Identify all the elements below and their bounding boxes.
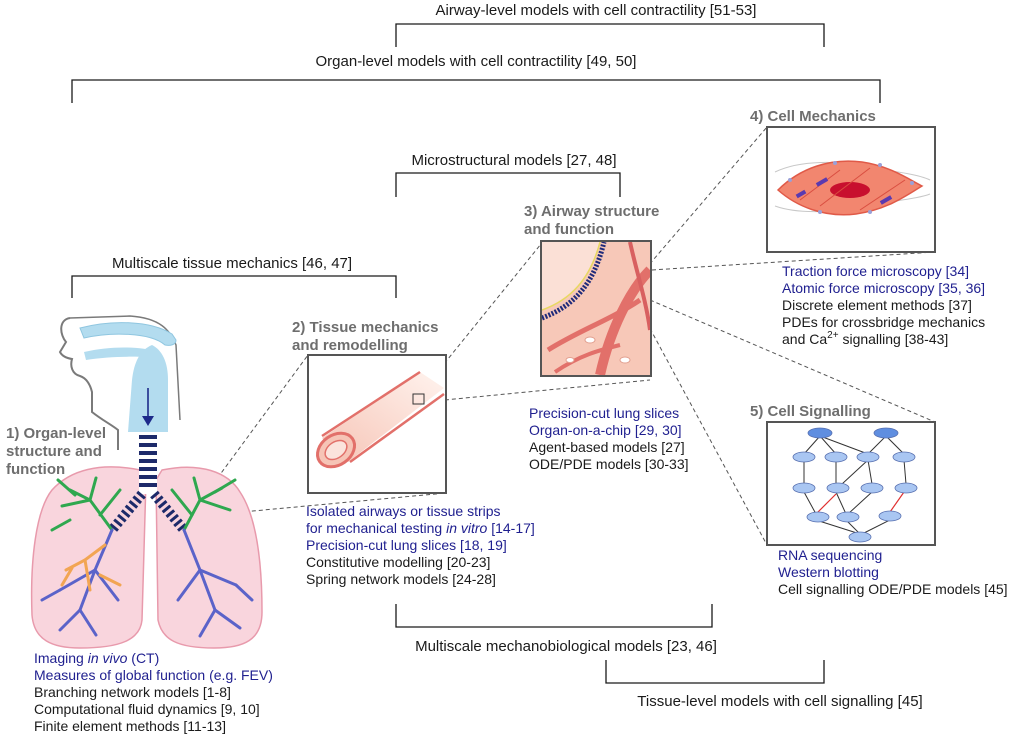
section-5-title: 5) Cell Signalling (750, 403, 871, 420)
tissue-pcls-item: Precision-cut lung slices [18, 19] (306, 537, 507, 553)
tissue-testing-item: for mechanical testing in vitro [14-17] (306, 520, 535, 536)
organ-branching-item: Branching network models [1-8] (34, 684, 231, 700)
zoom-connectors (204, 126, 936, 546)
tissue-constitutive-item: Constitutive modelling [20-23] (306, 554, 490, 570)
bracket-airway-cell-contractility (395, 23, 825, 47)
organ-cfd-item: Computational fluid dynamics [9, 10] (34, 701, 260, 717)
airway-pcls-item: Precision-cut lung slices (529, 405, 679, 421)
cell-mech-ca-item: and Ca2+ signalling [38-43] (782, 330, 948, 347)
section-1-title-line2: structure and (6, 443, 102, 460)
bracket-label-airway-cell-contractility: Airway-level models with cell contractil… (436, 2, 757, 19)
bracket-label-tissue-cell-signalling: Tissue-level models with cell signalling… (637, 693, 922, 710)
cell-sig-odepde-item: Cell signalling ODE/PDE models [45] (778, 581, 1008, 597)
cell-mech-afm-item: Atomic force microscopy [35, 36] (782, 280, 985, 296)
tissue-spring-item: Spring network models [24-28] (306, 571, 496, 587)
signalling-network-illustration (792, 427, 918, 543)
lung-illustration (30, 315, 263, 649)
section-2-title-line1: 2) Tissue mechanics (292, 319, 438, 336)
cell-sig-rna-item: RNA sequencing (778, 547, 882, 563)
bracket-microstructural (395, 172, 621, 197)
bracket-label-multiscale-tissue: Multiscale tissue mechanics [46, 47] (112, 255, 352, 272)
airway-wall-illustration (542, 242, 650, 375)
section-3-title-line2: and function (524, 221, 614, 238)
airway-odepde-item: ODE/PDE models [30-33] (529, 456, 689, 472)
bracket-label-organ-cell-contractility: Organ-level models with cell contractili… (316, 53, 637, 70)
organ-imaging-item: Imaging in vivo (CT) (34, 650, 159, 666)
section-1-title-line1: 1) Organ-level (6, 425, 106, 442)
organ-fem-item: Finite element methods [11-13] (34, 718, 226, 734)
cell-mech-traction-item: Traction force microscopy [34] (782, 263, 969, 279)
cell-sig-western-item: Western blotting (778, 564, 879, 580)
bracket-organ-cell-contractility (71, 79, 881, 103)
bracket-tissue-cell-signalling (605, 660, 825, 684)
smooth-muscle-cell-illustration (774, 160, 931, 216)
cell-mech-pdes-item: PDEs for crossbridge mechanics (782, 314, 985, 330)
airway-agent-item: Agent-based models [27] (529, 439, 685, 455)
bracket-multiscale-tissue (71, 275, 397, 298)
section-3-title-line1: 3) Airway structure (524, 203, 659, 220)
tissue-isolated-item: Isolated airways or tissue strips (306, 503, 501, 519)
section-2-title-line2: and remodelling (292, 337, 408, 354)
tissue-tube-illustration (315, 370, 445, 469)
section-4-title: 4) Cell Mechanics (750, 108, 876, 125)
bracket-multiscale-mechanobiological (395, 604, 713, 628)
bracket-label-microstructural: Microstructural models [27, 48] (411, 152, 616, 169)
bracket-label-multiscale-mechanobiological: Multiscale mechanobiological models [23,… (415, 638, 717, 655)
cell-mech-discrete-item: Discrete element methods [37] (782, 297, 972, 313)
organ-global-function-item: Measures of global function (e.g. FEV) (34, 667, 273, 683)
section-1-title-line3: function (6, 461, 65, 478)
airway-organ-chip-item: Organ-on-a-chip [29, 30] (529, 422, 682, 438)
